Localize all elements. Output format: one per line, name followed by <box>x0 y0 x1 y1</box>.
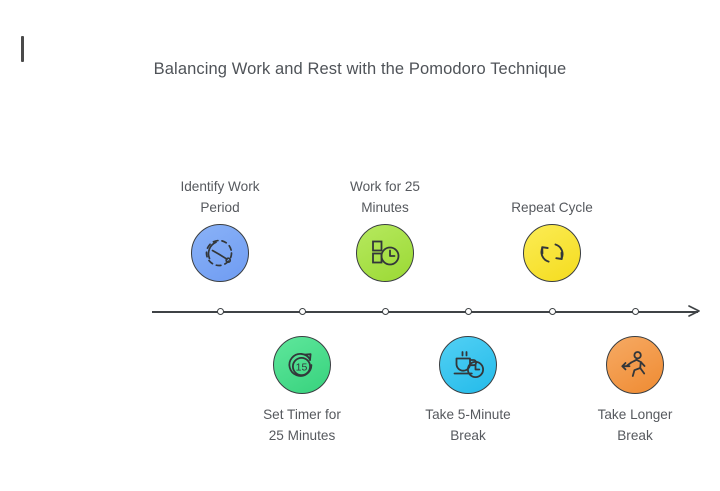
timeline-marker <box>464 307 472 315</box>
step-icon-circle-5[interactable] <box>439 336 497 394</box>
step-label-1-line1: Identify Work <box>180 179 260 194</box>
running-person-icon <box>621 351 646 377</box>
timeline-arrow-icon <box>688 305 700 317</box>
step-label-6-line2: Break <box>617 428 653 443</box>
timeline-marker <box>631 307 639 315</box>
cycle-arrows-icon <box>540 243 564 263</box>
text-cursor <box>21 36 24 62</box>
timeline-marker <box>548 307 556 315</box>
step-icon-circle-1[interactable] <box>191 224 249 282</box>
step-label-1: Identify Work Period <box>145 176 295 218</box>
step-label-2: Work for 25 Minutes <box>310 176 460 218</box>
page-title: Balancing Work and Rest with the Pomodor… <box>153 60 567 78</box>
step-icon-circle-2[interactable] <box>356 224 414 282</box>
step-label-4-line2: 25 Minutes <box>268 428 336 443</box>
step-icon-circle-4[interactable]: 15 <box>273 336 331 394</box>
step-label-5-line1: Take 5-Minute <box>425 407 511 422</box>
step-label-2-line1: Work for 25 <box>349 179 420 194</box>
dashed-timer-icon <box>205 239 233 267</box>
step-label-5: Take 5-Minute Break <box>393 404 543 446</box>
coffee-clock-icon <box>453 351 484 378</box>
timer-15-icon: 15 <box>288 352 313 377</box>
step-icon-circle-6[interactable] <box>606 336 664 394</box>
task-list-clock-icon <box>372 240 400 266</box>
step-label-4: Set Timer for 25 Minutes <box>227 404 377 446</box>
step-label-2-line2: Minutes <box>361 200 409 215</box>
timeline-axis <box>152 311 698 313</box>
step-label-3-line1: Repeat Cycle <box>511 200 593 215</box>
step-label-5-line2: Break <box>450 428 486 443</box>
step-label-3: Repeat Cycle <box>477 197 627 218</box>
timeline-marker <box>381 307 389 315</box>
step-label-6-line1: Take Longer <box>597 407 673 422</box>
timeline-marker <box>298 307 306 315</box>
step-label-4-line1: Set Timer for <box>263 407 341 422</box>
step-label-1-line2: Period <box>200 200 240 215</box>
step-icon-circle-3[interactable] <box>523 224 581 282</box>
step-label-6: Take Longer Break <box>560 404 710 446</box>
timer-value-text: 15 <box>296 362 308 374</box>
timeline-marker <box>216 307 224 315</box>
